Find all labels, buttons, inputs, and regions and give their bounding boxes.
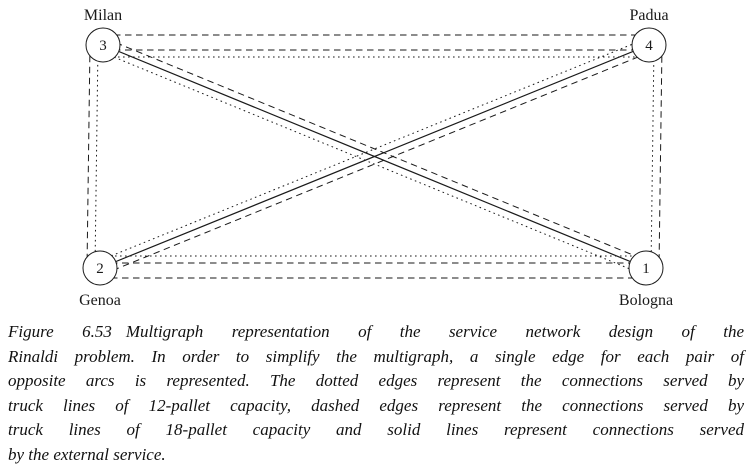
figure-caption: Figure 6.53 Multigraph representation of … — [0, 312, 752, 467]
node-circle-3 — [85, 27, 121, 63]
caption-line-5: truck lines of 18-pallet capacity and so… — [8, 420, 744, 439]
edge-solid-2-4 — [99, 44, 650, 269]
node-circle-4 — [631, 27, 667, 63]
caption-line-1: Figure 6.53 Multigraph representation of … — [8, 320, 744, 345]
caption-line-2: Rinaldi problem. In order to simplify th… — [8, 346, 744, 366]
node-city-label-bologna: Bologna — [619, 292, 673, 309]
edge-dotted-3-1 — [100, 51, 644, 275]
edge-dotted-3-2 — [94, 44, 99, 268]
edge-dashed-4-1 — [658, 45, 663, 269]
node-circle-1 — [628, 250, 664, 286]
node-number-4: 4 — [645, 38, 653, 54]
node-number-3: 3 — [99, 38, 107, 54]
node-number-2: 2 — [96, 261, 104, 277]
graph-node-3: 3 Milan — [84, 7, 122, 63]
edge-dashed-2-4 — [102, 51, 652, 275]
node-circle-2 — [82, 250, 118, 286]
edge-dotted-2-4 — [97, 38, 647, 262]
node-city-label-milan: Milan — [84, 7, 122, 24]
edge-dashed-3-1 — [105, 38, 649, 262]
caption-text: Multigraph representation of the service… — [125, 322, 744, 341]
graph-node-4: 4 Padua — [629, 7, 669, 63]
node-city-label-genoa: Genoa — [79, 292, 121, 309]
edge-dashed-3-2 — [86, 44, 91, 268]
caption-line-4: truck lines of 12-pallet capacity, dashe… — [8, 395, 744, 415]
edge-dotted-4-1 — [650, 45, 655, 269]
node-number-1: 1 — [642, 261, 650, 277]
caption-line-3: opposite arcs is represented. The dotted… — [8, 371, 744, 390]
node-city-label-padua: Padua — [629, 7, 668, 24]
caption-line-6: by the external service. — [8, 444, 166, 464]
figure-number-label: Figure 6.53 — [8, 322, 112, 341]
